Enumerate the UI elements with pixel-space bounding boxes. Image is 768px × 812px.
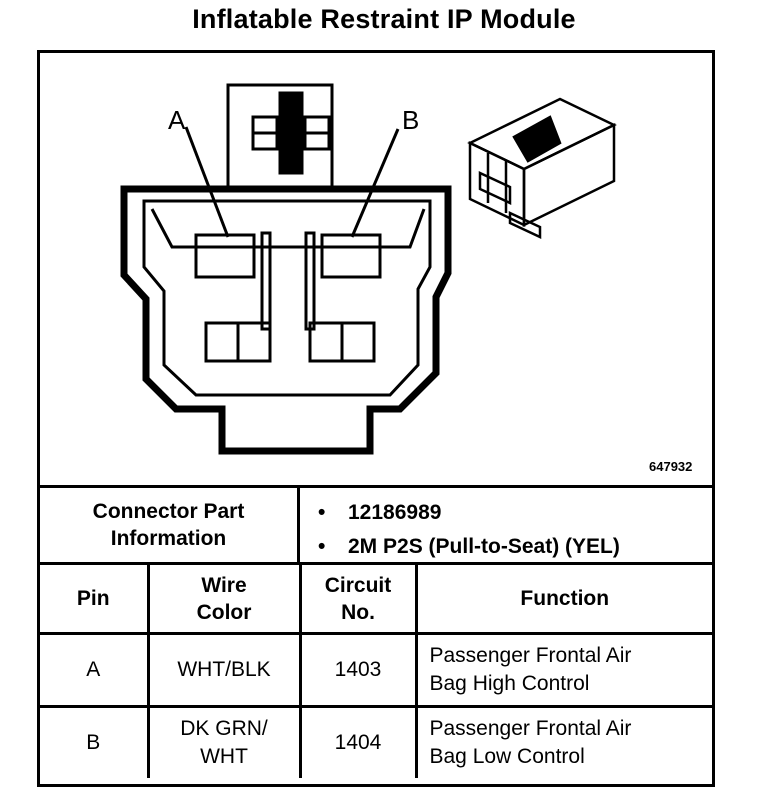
divider-left [260,231,272,331]
wire-color-line1: DK GRN/ [180,717,268,740]
header-function: Function [414,565,712,635]
housing-outer [120,185,452,455]
wire-color-line2: WHT [200,745,248,768]
lock-left-1 [204,321,240,363]
pin-table: Pin Wire Color Circuit No. Function A WH… [40,565,712,778]
header-circuit-line2: No. [341,600,375,624]
function-cell: Passenger Frontal Air Bag Low Control [414,705,712,778]
bullet: • [318,501,326,524]
connector-frame: A B 647932 Connector Part Information • 1… [37,50,715,787]
header-wire-color-line1: Wire [201,573,247,597]
leader-a [184,126,230,238]
connector-info-label-line1: Connector Part [92,500,245,523]
header-circuit-line1: Circuit [324,573,392,597]
connector-info-label: Connector Part Information [40,488,300,562]
function-line2: Bag High Control [429,672,590,695]
wire-color-line1: WHT/BLK [177,658,271,681]
wire-color-cell: DK GRN/ WHT [146,705,302,778]
connector-info-list: • 12186989 • 2M P2S (Pull-to-Seat) (YEL) [318,496,620,564]
connector-info: Connector Part Information • 12186989 • 2M… [40,485,712,565]
connector-3d-sketch [467,97,617,239]
latch-tab [278,91,304,175]
figure-number: 647932 [649,459,693,474]
latch-outline [226,83,334,189]
function-line1: Passenger Frontal Air [429,717,632,740]
pin-table-header: Pin Wire Color Circuit No. Function [40,565,712,635]
cavity-b [320,233,382,279]
leader-b [350,128,400,238]
header-wire-color-line2: Color [196,600,252,624]
connector-info-label-line2: Information [110,527,227,550]
pin-label-b: B [402,105,419,135]
connector-description: 2M P2S (Pull-to-Seat) (YEL) [348,535,620,558]
page-title: Inflatable Restraint IP Module [192,4,576,34]
header-circuit: Circuit No. [298,565,418,635]
function-line1: Passenger Frontal Air [429,644,632,667]
lock-left-2 [236,321,272,363]
wire-color-cell: WHT/BLK [146,632,302,708]
connector-description-item: • 2M P2S (Pull-to-Seat) (YEL) [318,530,620,564]
bullet: • [318,535,326,558]
lock-right-2 [340,321,376,363]
circuit-cell: 1403 [298,632,418,708]
pin-cell: B [40,705,150,778]
pin-label-a: A [168,105,186,135]
cavity-a [194,233,256,279]
part-number: 12186989 [348,501,442,524]
housing-inner [142,199,432,397]
table-row: A WHT/BLK 1403 Passenger Frontal Air Bag… [40,632,712,708]
function-cell: Passenger Frontal Air Bag High Control [414,632,712,708]
connector-face-drawing: A B [120,83,617,455]
header-wire-color: Wire Color [146,565,302,635]
function-line2: Bag Low Control [429,745,585,768]
circuit-cell: 1404 [298,705,418,778]
connector-diagram: A B 647932 [40,53,712,485]
pin-cell: A [40,632,150,708]
housing-ledge [150,208,426,249]
part-number-item: • 12186989 [318,496,620,530]
header-pin: Pin [40,565,150,635]
table-row: B DK GRN/ WHT 1404 Passenger Frontal Air… [40,705,712,778]
